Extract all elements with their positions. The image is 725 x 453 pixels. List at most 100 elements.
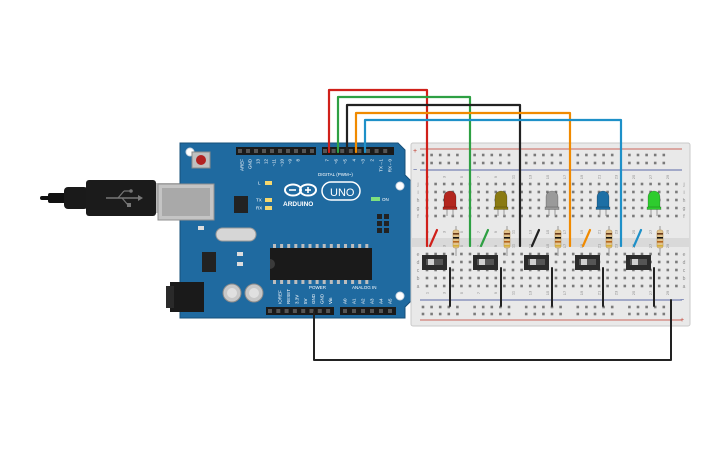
power-header-label: POWER xyxy=(309,285,327,290)
on-label: ON xyxy=(382,197,389,202)
breadboard-row-letter: i xyxy=(683,190,684,196)
breadboard-row-letter: e xyxy=(417,252,420,258)
power-pin-label: RESET xyxy=(286,289,291,304)
breadboard-column-number: 23 xyxy=(614,229,619,234)
mounting-hole xyxy=(395,181,405,191)
breadboard-column-number: 9 xyxy=(493,230,498,233)
digital-pin-label: 13 xyxy=(256,159,261,165)
breadboard-column-number: 29 xyxy=(665,290,670,295)
breadboard-column-number: 5 xyxy=(459,175,464,178)
breadboard-column-number: 21 xyxy=(596,229,601,234)
led[interactable] xyxy=(545,190,559,209)
analog-pin-label: A4 xyxy=(379,298,384,304)
crystal-oscillator xyxy=(215,227,257,242)
wire-ground-loop[interactable] xyxy=(313,299,672,361)
jumper-wire[interactable] xyxy=(530,228,541,248)
analog-pin-label: A0 xyxy=(343,298,348,304)
breadboard-row-letter: a xyxy=(417,284,420,290)
rail-minus-label: − xyxy=(680,297,684,304)
wire-green-pin-6[interactable] xyxy=(336,95,472,248)
breadboard-row-letter: d xyxy=(683,260,686,266)
breadboard-row-letter: i xyxy=(417,190,418,196)
breadboard-column-number: 7 xyxy=(476,230,481,233)
wire-blue-pin-3[interactable] xyxy=(363,118,623,248)
breadboard-components xyxy=(422,190,664,307)
power-jack xyxy=(166,282,204,312)
breadboard-column-number: 19 xyxy=(579,229,584,234)
digital-pin-label: 12 xyxy=(264,159,269,165)
power-led xyxy=(371,197,380,201)
breadboard-column-number: 7 xyxy=(476,175,481,178)
breadboard-column-number: 23 xyxy=(614,174,619,179)
led[interactable] xyxy=(443,190,457,209)
power-pin-label: IOREF xyxy=(278,290,283,304)
breadboard-column-number: 11 xyxy=(510,229,515,234)
analog-pin-label: A3 xyxy=(370,298,375,304)
led-label-tx: TX xyxy=(256,198,262,203)
breadboard-column-number: 7 xyxy=(476,244,481,247)
analog-pin-label: A2 xyxy=(361,298,366,304)
breadboard-column-number: 23 xyxy=(614,290,619,295)
breadboard-column-number: 13 xyxy=(528,290,533,295)
led-label-rx: RX xyxy=(256,206,262,211)
breadboard-column-number: 23 xyxy=(614,243,619,248)
breadboard-column-number: 27 xyxy=(648,174,653,179)
breadboard-column-number: 5 xyxy=(459,291,464,294)
breadboard-column-number: 11 xyxy=(510,290,515,295)
breadboard-row-letter: d xyxy=(417,260,420,266)
wire-red-pin-7[interactable] xyxy=(327,88,429,248)
breadboard-column-number: 21 xyxy=(596,243,601,248)
led[interactable] xyxy=(494,190,508,209)
led[interactable] xyxy=(596,190,610,209)
breadboard-column-number: 3 xyxy=(442,291,447,294)
arduino-logo: ARDUINO UNO xyxy=(283,181,361,208)
digital-header-label: DIGITAL (PWM~) xyxy=(318,172,353,177)
wire-orange-pin-4[interactable] xyxy=(354,111,572,248)
breadboard-column-number: 3 xyxy=(442,230,447,233)
breadboard-column-number: 3 xyxy=(442,244,447,247)
breadboard-column-number: 19 xyxy=(579,174,584,179)
breadboard-column-number: 21 xyxy=(596,174,601,179)
breadboard-row-letter: f xyxy=(683,214,685,220)
wires xyxy=(313,88,672,361)
analog-header-label: ANALOG IN xyxy=(352,285,377,290)
switch-toggle[interactable] xyxy=(581,259,587,265)
breadboard-column-number: 15 xyxy=(545,229,550,234)
breadboard-row-letter: g xyxy=(683,206,686,212)
breadboard-row-letter: h xyxy=(683,198,686,204)
jumper-wire[interactable] xyxy=(428,228,439,248)
brand-name: ARDUINO xyxy=(283,201,313,208)
breadboard-column-number: 25 xyxy=(631,229,636,234)
switch-toggle[interactable] xyxy=(530,259,536,265)
digital-pin-label: GND xyxy=(248,158,253,169)
jumper-wire[interactable] xyxy=(581,228,592,248)
analog-pin-label: A1 xyxy=(352,298,357,304)
breadboard-column-number: 7 xyxy=(476,291,481,294)
led[interactable] xyxy=(647,190,661,209)
reset-button[interactable] xyxy=(191,151,211,169)
jumper-wire[interactable] xyxy=(632,228,643,248)
digital-pin-label: ~5 xyxy=(343,159,348,165)
rail-plus-label: + xyxy=(413,148,417,155)
digital-pin-label: AREF xyxy=(240,159,245,171)
led-label-l: L xyxy=(258,181,261,186)
breadboard-column-number: 13 xyxy=(528,243,533,248)
digital-pin-label: ~11 xyxy=(272,159,277,167)
breadboard-row-letter: j xyxy=(416,182,418,188)
switch-toggle[interactable] xyxy=(428,259,434,265)
breadboard-row-letter: h xyxy=(417,198,420,204)
rail-plus-label: + xyxy=(680,317,684,324)
breadboard-column-number: 19 xyxy=(579,243,584,248)
breadboard-column-number: 17 xyxy=(562,174,567,179)
switch-toggle[interactable] xyxy=(632,259,638,265)
wire-black-pin-5[interactable] xyxy=(345,103,522,248)
jumper-wire[interactable] xyxy=(479,228,490,248)
switch-toggle[interactable] xyxy=(479,259,485,265)
digital-pin-label: TX→1 xyxy=(379,159,384,172)
digital-pin-label: ~3 xyxy=(361,159,366,165)
breadboard-column-number: 19 xyxy=(579,290,584,295)
breadboard-column-number: 27 xyxy=(648,229,653,234)
